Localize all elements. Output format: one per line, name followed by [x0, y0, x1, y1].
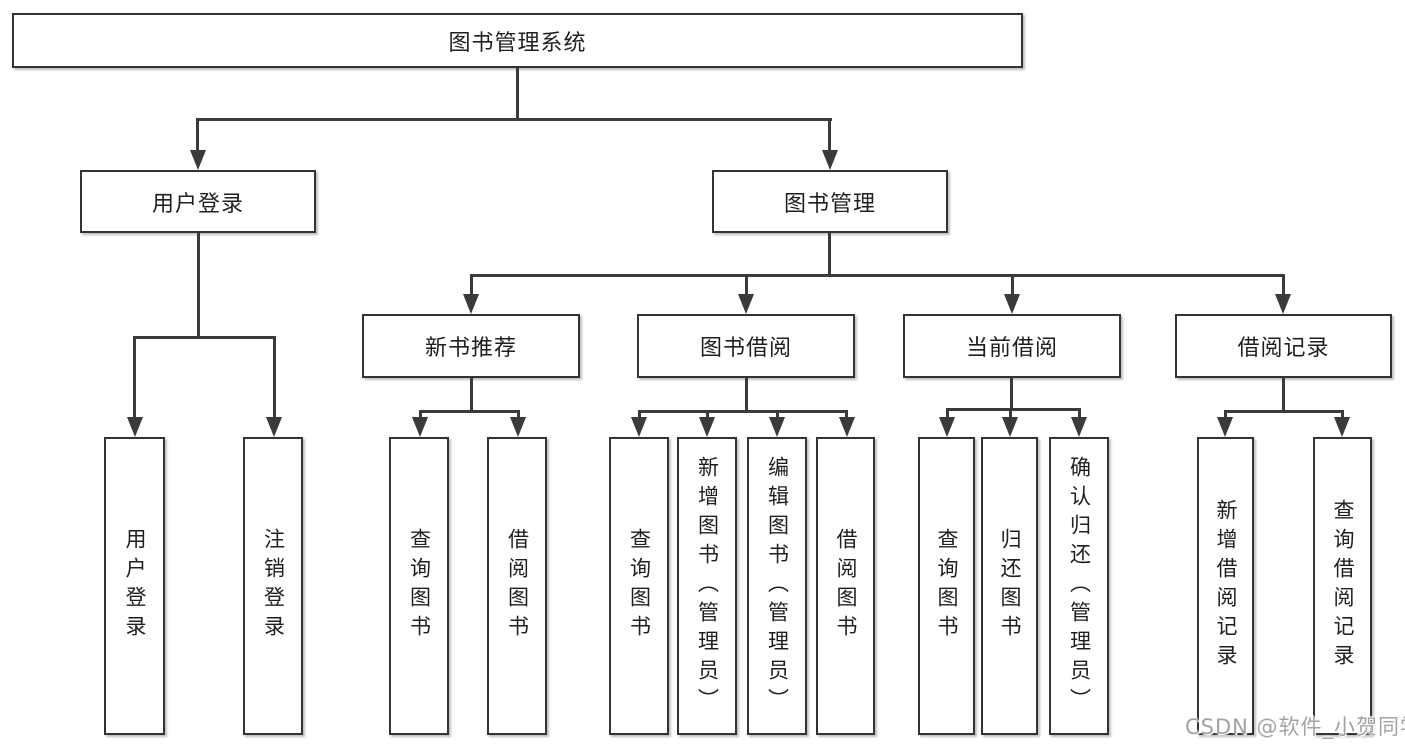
- connector-hline: [638, 410, 848, 413]
- connector-vline: [845, 410, 848, 420]
- leaf-label: 查询图书: [935, 528, 960, 644]
- connector-vline: [828, 233, 831, 277]
- leaf-label: 查询借阅记录: [1331, 499, 1356, 673]
- connector-vline: [470, 274, 473, 296]
- leaf-borrow-books: 借阅图书: [816, 437, 875, 735]
- leaf-label: 借阅图书: [834, 528, 859, 644]
- leaf-label: 查询图书: [407, 528, 432, 644]
- node-book-borrow: 图书借阅: [637, 314, 855, 378]
- connector-vline: [1011, 274, 1014, 296]
- node-borrow-records: 借阅记录: [1175, 314, 1392, 378]
- arrow-down-icon: [190, 150, 206, 170]
- connector-hline: [1224, 410, 1343, 413]
- arrow-down-icon: [1334, 417, 1350, 437]
- connector-hline: [470, 274, 1284, 277]
- connector-hline: [197, 118, 832, 121]
- connector-hline: [134, 336, 276, 339]
- arrow-down-icon: [266, 417, 282, 437]
- arrow-down-icon: [769, 417, 785, 437]
- connector-vline: [706, 410, 709, 420]
- leaf-query-books: 查询图书: [609, 437, 669, 735]
- leaf-label: 借阅图书: [505, 528, 530, 644]
- connector-vline: [517, 410, 520, 420]
- connector-vline: [1078, 408, 1081, 420]
- leaf-label: 注销登录: [261, 528, 286, 644]
- leaf-edit-books-admin: 编辑图书（管理员）: [747, 437, 807, 735]
- connector-vline: [946, 408, 949, 420]
- leaf-borrow-books: 借阅图书: [487, 437, 547, 735]
- leaf-user-login: 用户登录: [104, 437, 165, 735]
- node-book-management: 图书管理: [712, 170, 948, 233]
- arrow-down-icon: [1217, 417, 1233, 437]
- connector-vline: [133, 336, 136, 419]
- connector-vline: [776, 410, 779, 420]
- arrow-down-icon: [1071, 417, 1087, 437]
- leaf-confirm-return-admin: 确认归还（管理员）: [1049, 437, 1109, 735]
- connector-vline: [470, 378, 473, 412]
- arrow-down-icon: [127, 417, 143, 437]
- arrow-down-icon: [1275, 294, 1291, 314]
- node-library-system: 图书管理系统: [12, 13, 1023, 68]
- leaf-logout: 注销登录: [243, 437, 303, 735]
- leaf-add-books-admin: 新增图书（管理员）: [677, 437, 737, 735]
- leaf-return-books: 归还图书: [981, 437, 1038, 735]
- arrow-down-icon: [412, 417, 428, 437]
- connector-vline: [1224, 410, 1227, 420]
- csdn-watermark: CSDN @软件_小贺同学: [1185, 715, 1405, 739]
- connector-hline: [946, 408, 1081, 411]
- connector-vline: [516, 68, 519, 120]
- leaf-label: 查询图书: [627, 528, 652, 644]
- connector-vline: [273, 336, 276, 419]
- arrow-down-icon: [1004, 294, 1020, 314]
- leaf-label: 新增借阅记录: [1214, 499, 1239, 673]
- connector-vline: [638, 410, 641, 420]
- leaf-add-borrow-record: 新增借阅记录: [1197, 437, 1254, 735]
- arrow-down-icon: [699, 417, 715, 437]
- connector-hline: [419, 410, 520, 413]
- arrow-down-icon: [1002, 417, 1018, 437]
- connector-vline: [745, 378, 748, 412]
- connector-vline: [197, 233, 200, 338]
- arrow-down-icon: [939, 417, 955, 437]
- leaf-label: 归还图书: [998, 528, 1023, 644]
- connector-vline: [1341, 410, 1344, 420]
- arrow-down-icon: [839, 417, 855, 437]
- arrow-down-icon: [822, 150, 838, 170]
- leaf-label: 编辑图书（管理员）: [765, 455, 790, 717]
- leaf-label: 新增图书（管理员）: [695, 455, 720, 717]
- connector-vline: [1009, 408, 1012, 420]
- connector-vline: [419, 410, 422, 420]
- arrow-down-icon: [463, 294, 479, 314]
- leaf-query-borrow-record: 查询借阅记录: [1313, 437, 1372, 735]
- leaf-label: 确认归还（管理员）: [1067, 455, 1092, 717]
- leaf-label: 用户登录: [123, 528, 148, 644]
- connector-vline: [745, 274, 748, 296]
- connector-vline: [828, 118, 831, 152]
- node-user-login: 用户登录: [80, 170, 316, 233]
- connector-vline: [1282, 274, 1285, 296]
- arrow-down-icon: [631, 417, 647, 437]
- leaf-query-books: 查询图书: [918, 437, 975, 735]
- node-new-book-recommend: 新书推荐: [362, 314, 580, 378]
- connector-vline: [196, 118, 199, 152]
- leaf-query-books: 查询图书: [389, 437, 449, 735]
- connector-vline: [1282, 378, 1285, 412]
- arrow-down-icon: [738, 294, 754, 314]
- node-current-borrow: 当前借阅: [903, 314, 1121, 378]
- connector-vline: [1010, 378, 1013, 410]
- arrow-down-icon: [510, 417, 526, 437]
